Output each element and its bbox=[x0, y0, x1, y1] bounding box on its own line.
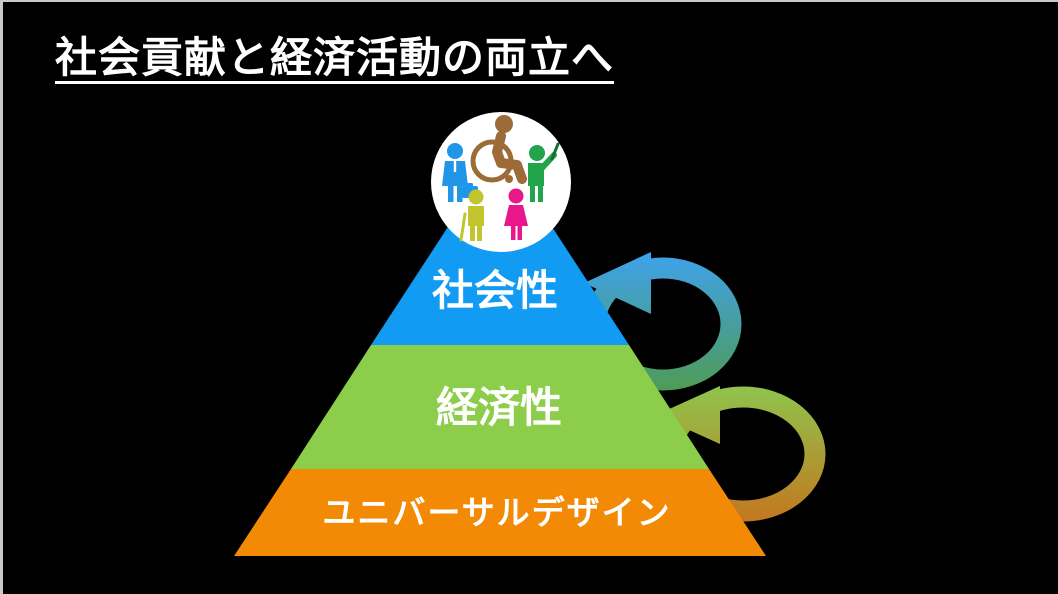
necktie-icon bbox=[453, 161, 457, 172]
pyramid-diagram: 社会性 経済性 ユニバーサルデザイン bbox=[234, 112, 826, 556]
woman-icon bbox=[504, 188, 528, 240]
wheelchair-user-icon bbox=[470, 115, 527, 184]
bottom-loop-arrowhead-icon bbox=[656, 386, 720, 444]
cane-icon bbox=[459, 212, 467, 242]
pyramid-label-bottom: ユニバーサルデザイン bbox=[322, 494, 671, 531]
top-loop-arrowhead-icon bbox=[584, 252, 651, 314]
pyramid-layer-middle bbox=[291, 345, 709, 469]
pyramid-layer-bottom bbox=[234, 469, 766, 556]
senior-person-icon bbox=[459, 189, 484, 242]
pointer-stick-icon bbox=[550, 142, 560, 161]
pyramid-label-middle: 経済性 bbox=[436, 384, 562, 431]
teacher-icon bbox=[528, 142, 560, 202]
slide-title: 社会貢献と経済活動の両立へ bbox=[55, 34, 615, 81]
pyramid-label-top: 社会性 bbox=[432, 267, 558, 314]
